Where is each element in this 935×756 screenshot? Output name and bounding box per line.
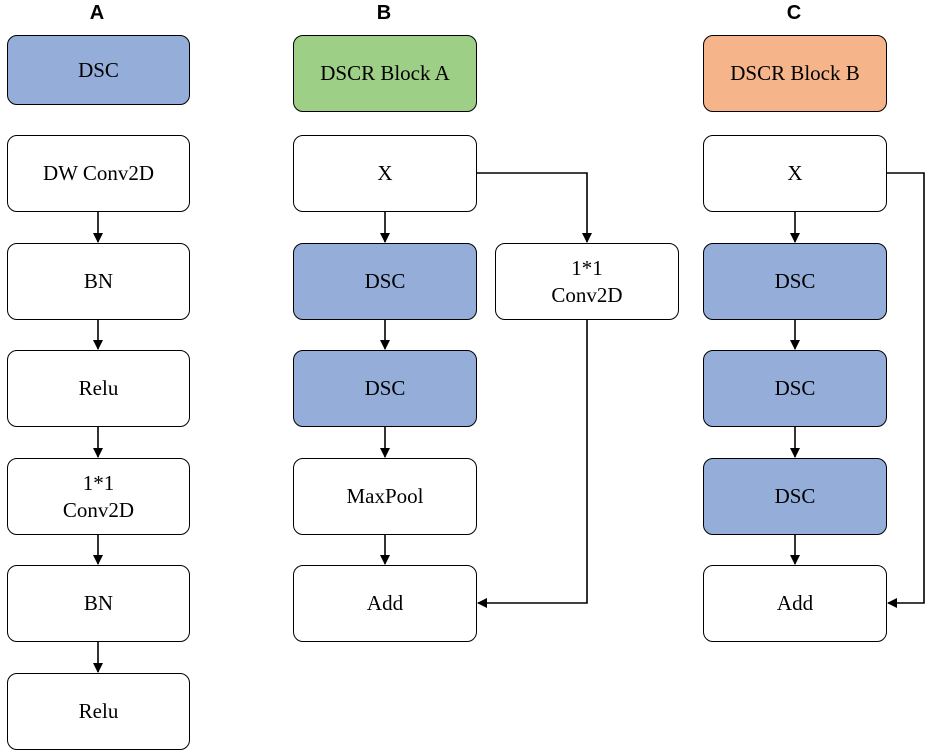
panel-c-label: C	[786, 2, 802, 24]
dscr-block-b-header: DSCR Block B	[703, 35, 887, 112]
pointwise-conv2d-node: 1*1 Conv2D	[7, 458, 190, 535]
relu-node-2: Relu	[7, 673, 190, 750]
bn-node-1: BN	[7, 243, 190, 320]
block-a-add-node: Add	[293, 565, 477, 642]
edge-b-x-to-shortcut	[477, 172, 592, 243]
dscr-block-a-header: DSCR Block A	[293, 35, 477, 112]
edge-b-shortcut-to-add	[477, 320, 588, 608]
block-b-dsc-node-1: DSC	[703, 243, 887, 320]
maxpool-node: MaxPool	[293, 458, 477, 535]
panel-a-label: A	[89, 2, 105, 24]
block-b-dsc-node-3: DSC	[703, 458, 887, 535]
block-b-input-node: X	[703, 135, 887, 212]
shortcut-conv2d-node: 1*1 Conv2D	[495, 243, 679, 320]
dw-conv2d-node: DW Conv2D	[7, 135, 190, 212]
block-b-add-node: Add	[703, 565, 887, 642]
block-a-dsc-node-1: DSC	[293, 243, 477, 320]
block-b-dsc-node-2: DSC	[703, 350, 887, 427]
panel-b-label: B	[376, 2, 392, 24]
edge-c-x-to-add-skip	[887, 172, 925, 608]
block-a-dsc-node-2: DSC	[293, 350, 477, 427]
bn-node-2: BN	[7, 565, 190, 642]
block-a-input-node: X	[293, 135, 477, 212]
relu-node-1: Relu	[7, 350, 190, 427]
dsc-header: DSC	[7, 35, 190, 105]
